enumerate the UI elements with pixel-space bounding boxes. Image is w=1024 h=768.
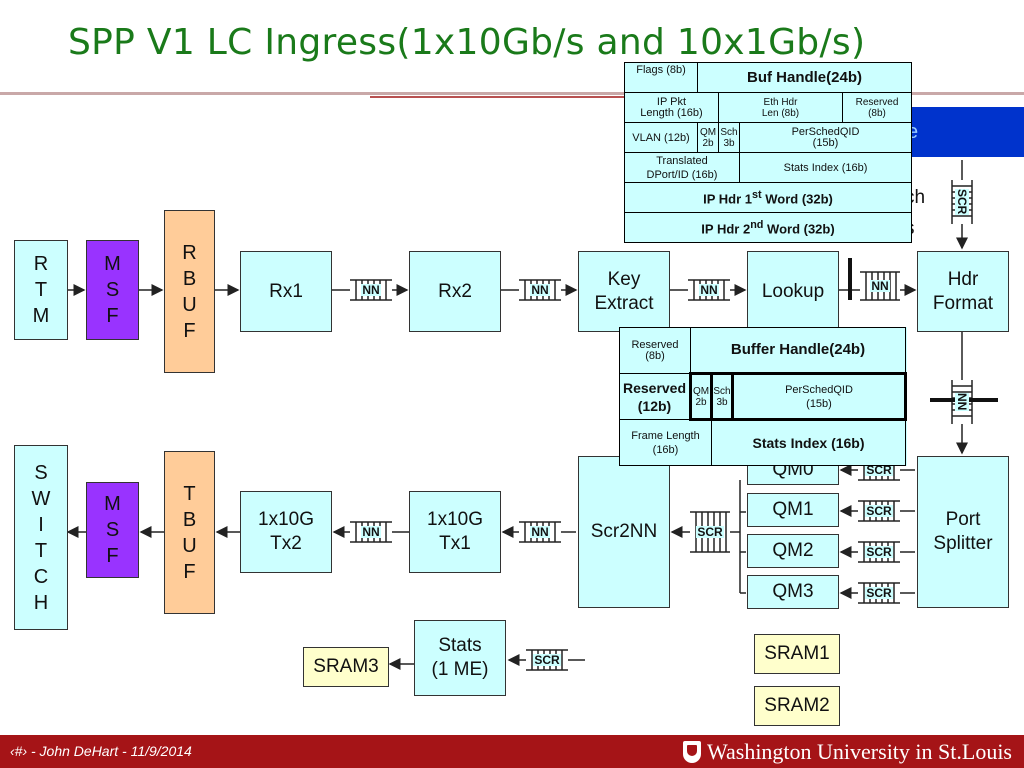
scr-label: SCR — [865, 545, 893, 559]
scr-queue-to-hdr: SCR — [952, 180, 972, 224]
sram3-block: SRAM3 — [303, 647, 389, 687]
partially-hidden-bar: e — [895, 107, 1024, 157]
ip-hdr-2-suffix: Word (32b) — [763, 221, 835, 237]
ring-data-format-table-top: Flags (8b) Buf Handle(24b) IP Pkt Length… — [624, 62, 912, 243]
cell-translated-dport: Translated DPort/ID (16b) — [624, 152, 740, 183]
slide-footer: ‹#› - John DeHart - 11/9/2014 Washington… — [0, 735, 1024, 768]
nn-label: NN — [530, 283, 550, 297]
cell-mid-buffer-handle: Buffer Handle(24b) — [690, 327, 906, 374]
scr-queue-qm3: SCR — [858, 583, 900, 603]
nn-queue-key-lookup: NN — [688, 280, 730, 300]
cell-per-sched-qid: PerSchedQID (15b) — [739, 122, 912, 153]
nn-queue-scr2nn-tx1: NN — [519, 522, 561, 542]
university-shield-icon — [682, 741, 701, 763]
scr-label: SCR — [865, 586, 893, 600]
cell-mid-sch-3b: Sch 3b — [710, 372, 734, 421]
cell-mid-reserved-12b: Reserved (12b) — [619, 373, 691, 420]
qm3-block: QM3 — [747, 575, 839, 609]
nn-queue-tx1-tx2: NN — [350, 522, 392, 542]
nn-queue-rx2-key: NN — [519, 280, 561, 300]
lookup-block: Lookup — [747, 251, 839, 332]
cell-sch-3b: Sch 3b — [718, 122, 740, 153]
cell-mid-reserved-8b: Reserved (8b) — [619, 327, 691, 374]
cell-buf-handle: Buf Handle(24b) — [697, 62, 912, 93]
footer-university: Washington University in St.Louis — [682, 739, 1012, 765]
cell-mid-per-sched-qid: PerSchedQID (15b) — [731, 372, 907, 421]
scr-queue-qm1: SCR — [858, 501, 900, 521]
cell-ip-hdr-1st-word: IP Hdr 1st Word (32b) — [624, 182, 912, 213]
tbuf-block: T B U F — [164, 451, 215, 614]
cell-mid-qm-2b: QM 2b — [689, 372, 713, 421]
hdr-format-block: Hdr Format — [917, 251, 1009, 332]
slide-title: SPP V1 LC Ingress(1x10Gb/s and 10x1Gb/s) — [68, 22, 866, 63]
scr-queue-stats: SCR — [526, 650, 568, 670]
scr-queue-shape-qm3 — [858, 582, 900, 604]
tx2-block: 1x10G Tx2 — [240, 491, 332, 573]
scr-label: SCR — [865, 463, 893, 477]
footer-author-date: ‹#› - John DeHart - 11/9/2014 — [10, 743, 192, 759]
nn-label: NN — [870, 279, 890, 293]
cell-eth-hdr-len: Eth Hdr Len (8b) — [718, 92, 843, 123]
qm2-block: QM2 — [747, 534, 839, 568]
ip-hdr-1-sup: st — [751, 189, 762, 202]
cell-vlan: VLAN (12b) — [624, 122, 698, 153]
bar-text: e — [907, 120, 919, 143]
ip-hdr-2-label: IP Hdr 2 — [701, 221, 751, 237]
ip-hdr-1-label: IP Hdr 1 — [703, 191, 752, 207]
qm1-block: QM1 — [747, 493, 839, 527]
scr-queue-to-scr2nn: SCR — [690, 522, 730, 542]
nn-label: NN — [361, 525, 381, 539]
scr-queue-qm2: SCR — [858, 542, 900, 562]
footer-university-name: Washington University in St.Louis — [706, 739, 1012, 764]
rtm-block: R T M — [14, 240, 68, 340]
stats-block: Stats (1 ME) — [414, 620, 506, 696]
cell-reserved-8b: Reserved (8b) — [842, 92, 912, 123]
nn-label: NN — [530, 525, 550, 539]
scr-label: SCR — [955, 189, 969, 215]
cell-ip-hdr-2nd-word: IP Hdr 2nd Word (32b) — [624, 212, 912, 243]
scr-queue-qm0: SCR — [858, 460, 900, 480]
sram1-block: SRAM1 — [754, 634, 840, 674]
title-accent-line — [370, 96, 630, 98]
cell-ip-pkt-length: IP Pkt Length (16b) — [624, 92, 719, 123]
scr-label: SCR — [696, 525, 724, 539]
rx2-block: Rx2 — [409, 251, 501, 332]
cell-qm-2b: QM 2b — [697, 122, 719, 153]
title-divider — [0, 92, 1024, 95]
nn-label: NN — [955, 393, 969, 411]
port-splitter-block: Port Splitter — [917, 456, 1009, 608]
scr-label: SCR — [533, 653, 561, 667]
msf-bottom-block: M S F — [86, 482, 139, 578]
msf-top-block: M S F — [86, 240, 139, 340]
sram2-block: SRAM2 — [754, 686, 840, 726]
cell-stats-index: Stats Index (16b) — [739, 152, 912, 183]
scr-label: SCR — [865, 504, 893, 518]
tx1-block: 1x10G Tx1 — [409, 491, 501, 573]
nn-queue-hdr-port: NN — [952, 380, 972, 424]
ring-data-format-table-mid: Reserved (8b) Buffer Handle(24b) Reserve… — [619, 327, 907, 466]
rx1-block: Rx1 — [240, 251, 332, 332]
ip-hdr-2-sup: nd — [750, 219, 764, 232]
rbuf-block: R B U F — [164, 210, 215, 373]
switch-block: S W I T C H — [14, 445, 68, 630]
key-extract-block: Key Extract — [578, 251, 670, 332]
nn-queue-rx1-rx2: NN — [350, 280, 392, 300]
ip-hdr-1-suffix: Word (32b) — [761, 191, 833, 207]
nn-queue-lookup-hdr: NN — [860, 276, 900, 296]
nn-label: NN — [699, 283, 719, 297]
scr2nn-block: Scr2NN — [578, 456, 670, 608]
cell-mid-stats-index: Stats Index (16b) — [711, 419, 906, 466]
cell-flags: Flags (8b) — [624, 62, 698, 93]
nn-queue-shape-1 — [350, 279, 392, 301]
cell-mid-frame-length: Frame Length (16b) — [619, 419, 712, 466]
nn-label: NN — [361, 283, 381, 297]
